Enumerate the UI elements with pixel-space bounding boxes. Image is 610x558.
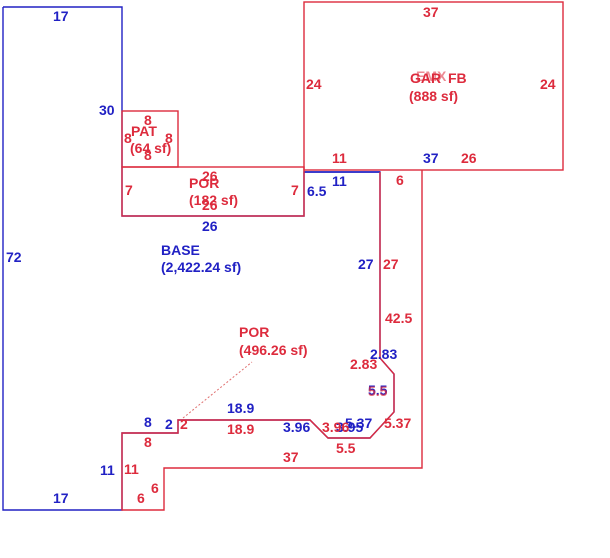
- dim-label: 30: [99, 102, 115, 118]
- dim-label: 3.96: [322, 419, 349, 435]
- dim-label: 5.5: [368, 383, 388, 399]
- dim-label: 2: [180, 416, 188, 432]
- por-big-area: (496.26 sf): [239, 342, 307, 358]
- dim-label: 37: [283, 449, 299, 465]
- dim-label: 5.37: [384, 415, 411, 431]
- dim-label: 27: [358, 256, 374, 272]
- dim-label: 8: [144, 112, 152, 128]
- base-area: (2,422.24 sf): [161, 259, 241, 275]
- dim-label: 5.37: [345, 415, 372, 431]
- dim-label: 17: [53, 8, 69, 24]
- dim-label: 27: [383, 256, 399, 272]
- garage-outline: [303, 1, 564, 171]
- dim-label: 72: [6, 249, 22, 265]
- garage-label-b: FB: [448, 70, 467, 86]
- pat-area: (64 sf): [130, 140, 171, 156]
- por-top-label: POR: [189, 175, 219, 191]
- pat-label: PAT: [131, 123, 157, 139]
- dim-label: 6: [151, 480, 159, 496]
- por-top-area: (182 sf): [189, 192, 238, 208]
- dim-label: 2.83: [350, 356, 377, 372]
- dim-label: 8: [144, 414, 152, 430]
- por-leader-line: [182, 361, 253, 419]
- dim-label: 42.5: [385, 310, 412, 326]
- dim-label: 11: [332, 173, 347, 189]
- dim-label: 6.5: [307, 183, 327, 199]
- dim-label: 3.96: [283, 419, 310, 435]
- dim-label: 5.5: [368, 382, 388, 398]
- dim-label: 17: [53, 490, 69, 506]
- dim-label: 8: [165, 130, 173, 146]
- dim-label: 7: [291, 182, 299, 198]
- garage-label-c: EMX: [416, 68, 447, 84]
- dim-label: 3.95: [336, 419, 363, 435]
- dim-label: 24: [306, 76, 322, 92]
- dim-label: 37: [423, 4, 439, 20]
- dim-label: 11: [100, 462, 115, 478]
- base-label: BASE: [161, 242, 200, 258]
- por-top-outline: [121, 166, 305, 217]
- dim-label: 2.83: [370, 346, 397, 362]
- por-big-label: POR: [239, 324, 269, 340]
- dim-label: 8: [124, 130, 132, 146]
- dim-label: 26: [461, 150, 477, 166]
- garage-area: (888 sf): [409, 88, 458, 104]
- garage-label-a: GAR: [410, 70, 441, 86]
- dim-label: 8: [144, 147, 152, 163]
- dim-label: 37: [423, 150, 439, 166]
- dim-label: 6: [396, 172, 404, 188]
- dim-label: 26: [202, 218, 218, 234]
- dim-label: 24: [540, 76, 556, 92]
- dim-label: 26: [202, 197, 218, 213]
- dim-label: 26: [202, 168, 218, 184]
- dim-label: 11: [332, 150, 347, 166]
- dim-label: 7: [125, 182, 133, 198]
- dim-label: 2: [165, 416, 173, 432]
- dim-label: 18.9: [227, 421, 254, 437]
- dim-label: 18.9: [227, 400, 254, 416]
- dim-label: 8: [144, 434, 152, 450]
- dim-label: 5.5: [336, 440, 356, 456]
- dim-label: 6: [137, 490, 145, 506]
- dim-label: 11: [124, 461, 139, 477]
- por-big-outline: [121, 170, 423, 511]
